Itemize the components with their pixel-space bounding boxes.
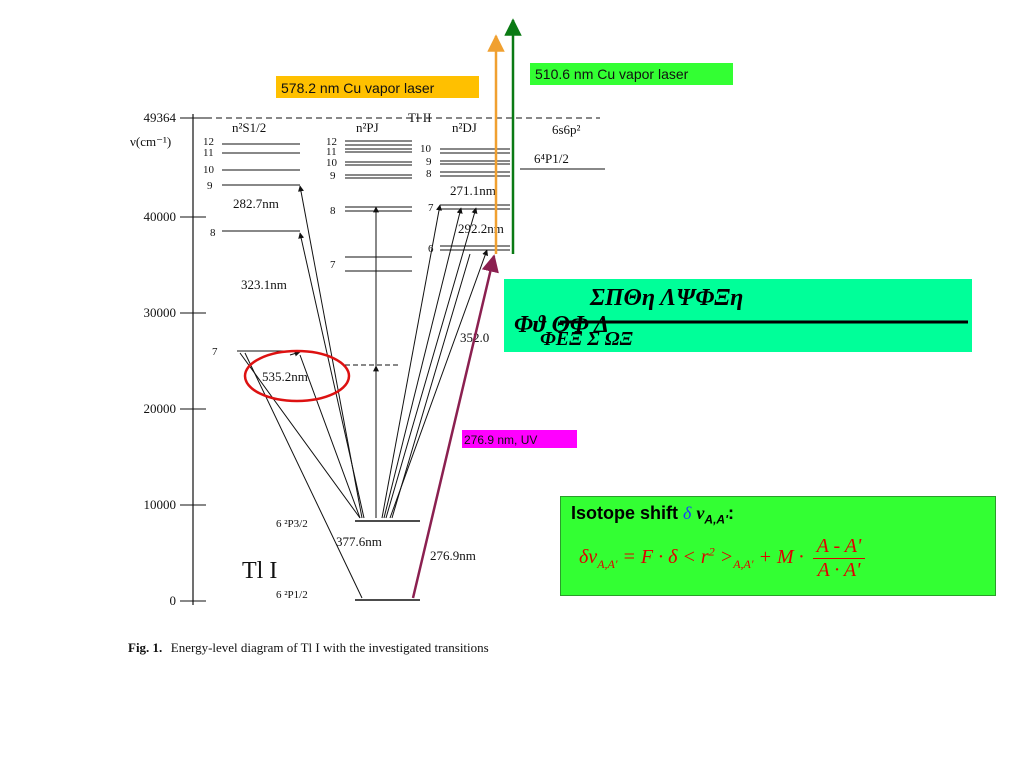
fraction-denominator: A · A' <box>817 559 861 581</box>
d-levels <box>440 148 510 251</box>
uv-laser-box <box>462 430 577 448</box>
d-level-label: 8 <box>426 168 432 180</box>
green-laser-box <box>530 63 733 85</box>
garbled-equation: ΣΠΘη ΛΨΦΞη Φϑ ΘΦ Δ ΦΕΞ Σ ΩΞ <box>514 285 968 350</box>
config-6s6p2: 6s6p² <box>552 122 581 137</box>
p-level-label: 8 <box>330 205 336 217</box>
garbled-line-1: ΣΠΘη ΛΨΦΞη <box>589 285 743 311</box>
laser-uv-arrow <box>411 254 499 599</box>
tick-label: 20000 <box>144 401 177 416</box>
d-column-header: n²DJ <box>452 120 477 135</box>
highlight-ellipse <box>243 349 351 403</box>
ground-level-label: 6 ²P1/2 <box>276 589 308 601</box>
isotope-shift-formula: δνA,A' = F · δ < r2 >A,A' + M · A - A' A… <box>579 535 866 582</box>
d-level-label: 9 <box>426 156 432 168</box>
yellow-laser-box <box>276 76 479 98</box>
wavelength-323-1: 323.1nm <box>241 277 287 292</box>
fraction-numerator: A - A' <box>812 535 866 559</box>
p-level-label: 12 <box>326 136 337 148</box>
s-level-label: 10 <box>203 164 215 176</box>
p-level-label: 10 <box>326 157 338 169</box>
wavelength-535-2: 535.2nm <box>262 369 308 384</box>
tick-label: 10000 <box>144 497 177 512</box>
delta-symbol: δ <box>683 503 692 523</box>
formula-fraction: A - A' A · A' <box>812 535 866 582</box>
p-level-label: 11 <box>326 146 337 158</box>
formula-eq: = F · δ < r <box>617 546 709 569</box>
figure-caption: Fig. 1. Energy-level diagram of Tl I wit… <box>128 639 489 656</box>
s-level-label: 12 <box>203 136 214 148</box>
formula-plus-m: + M · <box>753 546 804 569</box>
nu-symbol: ν <box>696 503 705 523</box>
s-column-header: n²S1/2 <box>232 120 266 135</box>
wavelength-377-6: 377.6nm <box>336 534 382 549</box>
tick-label: 49364 <box>144 110 177 125</box>
config-4p: 6⁴P1/2 <box>534 151 569 166</box>
caption-bold: Fig. 1. <box>128 640 162 655</box>
energy-axis: 49364 40000 30000 20000 10000 0 ν(cm⁻¹) <box>130 110 206 608</box>
species-label: Tl I <box>242 558 277 584</box>
formula-r-sub: A,A' <box>733 557 754 572</box>
d-level-label: 7 <box>428 202 434 214</box>
isotope-shift-title: Isotope shift δ νA,A': <box>571 503 734 527</box>
title-colon: : <box>727 503 734 523</box>
uv-laser-label: 276.9 nm, UV <box>464 433 537 447</box>
green-laser-label: 510.6 nm Cu vapor laser <box>535 66 689 82</box>
wavelength-271-1: 271.1nm <box>450 183 496 198</box>
s-level-label: 9 <box>207 180 213 192</box>
formula-gt: > <box>714 546 734 569</box>
d-level-label: 10 <box>420 143 432 155</box>
p-levels <box>345 140 412 366</box>
formula-lhs-sub: A,A' <box>597 557 618 572</box>
p-level-label: 9 <box>330 170 336 182</box>
d-level-label: 6 <box>428 243 434 255</box>
wavelength-292-2: 292.2nm <box>458 221 504 236</box>
tick-label: 30000 <box>144 305 177 320</box>
p32-level-label: 6 ²P3/2 <box>276 518 308 530</box>
axis-unit-label: ν(cm⁻¹) <box>130 134 171 149</box>
nu-subscript: A,A' <box>704 512 728 527</box>
s-levels <box>222 143 300 352</box>
garbled-equation-box <box>504 279 972 352</box>
isotope-title-text: Isotope shift <box>571 503 678 523</box>
garbled-line-2: Φϑ ΘΦ Δ <box>514 312 609 338</box>
p-level-label: 7 <box>330 259 336 271</box>
wavelength-276-9: 276.9nm <box>430 548 476 563</box>
tick-label: 0 <box>170 593 177 608</box>
s-level-label: 7 <box>212 346 218 358</box>
caption-text: Energy-level diagram of Tl I with the in… <box>171 640 489 655</box>
transitions <box>239 185 488 599</box>
formula-lhs: δν <box>579 546 598 569</box>
s-level-label: 8 <box>210 227 216 239</box>
isotope-shift-box: Isotope shift δ νA,A': δνA,A' = F · δ < … <box>560 496 996 596</box>
s-level-label: 11 <box>203 147 214 159</box>
wavelength-282-7: 282.7nm <box>233 196 279 211</box>
tl2-header: Tl II <box>408 110 431 125</box>
yellow-laser-label: 578.2 nm Cu vapor laser <box>281 80 435 96</box>
garbled-line-3: ΦΕΞ Σ ΩΞ <box>540 328 633 350</box>
formula-sup: 2 <box>708 544 715 559</box>
p-column-header: n²PJ <box>356 120 379 135</box>
tick-label: 40000 <box>144 209 177 224</box>
